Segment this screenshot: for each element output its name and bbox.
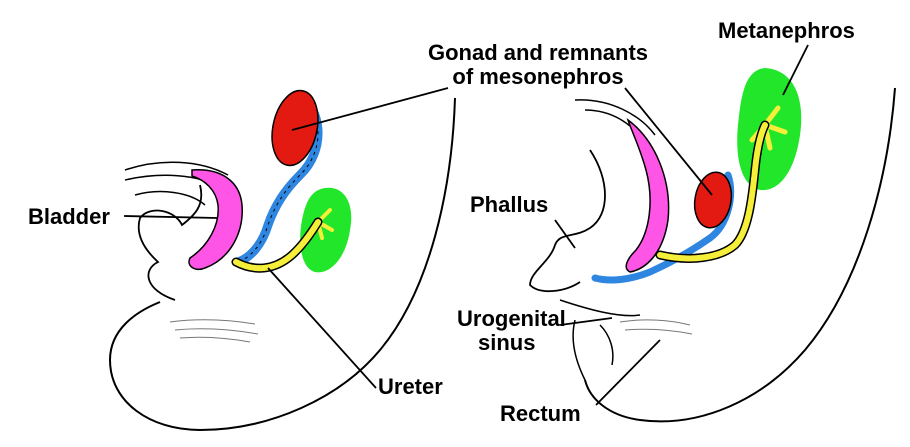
left-metanephros bbox=[300, 187, 352, 273]
labels: Gonad and remnants of mesonephros Metane… bbox=[28, 18, 855, 426]
left-gonad bbox=[271, 89, 319, 167]
urogenital-leader bbox=[559, 317, 613, 326]
urogenital-label-line1: Urogenital bbox=[457, 306, 566, 331]
right-embryo bbox=[529, 68, 896, 423]
gonad-leader-left bbox=[291, 87, 449, 131]
right-renal-pelvis bbox=[749, 105, 788, 151]
bladder-label: Bladder bbox=[28, 204, 110, 229]
ureter-label: Ureter bbox=[378, 374, 443, 399]
left-body-outline bbox=[108, 97, 456, 432]
left-bladder bbox=[188, 169, 243, 270]
phallus-label: Phallus bbox=[470, 192, 548, 217]
right-phallus-outline bbox=[529, 149, 606, 292]
gonad-label-line1: Gonad and remnants bbox=[428, 40, 648, 65]
leader-lines bbox=[123, 44, 809, 406]
urogenital-label-line2: sinus bbox=[478, 330, 535, 355]
left-cloacal-outline bbox=[137, 184, 203, 301]
rectum-label: Rectum bbox=[500, 401, 581, 426]
right-body-outline bbox=[584, 87, 896, 423]
right-ureter-fill bbox=[657, 122, 768, 262]
gonad-leader-right bbox=[624, 87, 713, 196]
metanephros-leader bbox=[782, 44, 809, 96]
phallus-leader bbox=[554, 219, 576, 249]
rectum-leader bbox=[595, 339, 661, 406]
gonad-label-line2: of mesonephros bbox=[452, 64, 623, 89]
right-rectum-outline bbox=[559, 299, 641, 381]
right-gut-hatching bbox=[619, 319, 693, 335]
bladder-leader bbox=[123, 215, 219, 219]
metanephros-label: Metanephros bbox=[718, 18, 855, 43]
right-urogenital-sinus bbox=[625, 117, 670, 273]
ureter-leader bbox=[267, 267, 377, 389]
left-ureter-fill bbox=[233, 219, 321, 272]
left-gut-hatching bbox=[169, 319, 259, 343]
